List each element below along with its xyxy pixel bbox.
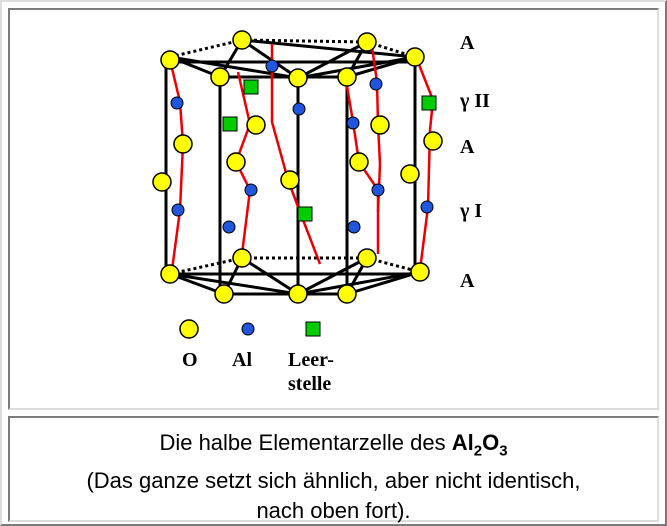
formula-o: O: [482, 430, 500, 455]
legend-oxygen-symbol: [179, 319, 199, 339]
vertical-edges: [164, 57, 417, 294]
caption-cell: Die halbe Elementarzelle des Al2O3 (Das …: [8, 416, 659, 523]
figure-cell: A γ II A γ I A O Al Leer- stelle: [8, 8, 659, 410]
caption-line-1: Die halbe Elementarzelle des Al2O3: [10, 428, 657, 466]
formula-o-subscript: 3: [499, 442, 508, 460]
caption-line-3: nach oben fort).: [256, 498, 411, 524]
layer-label-a-bottom: A: [460, 270, 475, 292]
layer-label-gamma-ii: γ II: [460, 90, 490, 112]
formula: Al2O3: [451, 430, 508, 459]
top-front-edges: [169, 38, 416, 80]
formula-al: Al: [451, 430, 474, 455]
layer-label-a-middle: A: [460, 136, 475, 158]
legend-aluminium-label: Al: [232, 349, 252, 371]
legend-vacancy-label-line2: stelle: [288, 373, 332, 395]
crystal-structure-diagram: [152, 30, 443, 339]
figure-caption: Die halbe Elementarzelle des Al2O3 (Das …: [10, 428, 657, 526]
oxygen-atoms: [152, 30, 443, 304]
caption-prefix: Die halbe Elementarzelle des: [159, 430, 452, 455]
legend-oxygen-label: O: [182, 349, 198, 371]
formula-al-subscript: 2: [473, 442, 483, 460]
legend-aluminium-symbol: [241, 322, 255, 336]
vacancy-sites: [222, 79, 437, 222]
legend-vacancy-symbol: [305, 321, 321, 337]
caption-line-2: (Das ganze setzt sich ähnlich, aber nich…: [86, 468, 581, 494]
legend-vacancy-label-line1: Leer-: [288, 349, 334, 371]
layer-label-a-top: A: [460, 32, 475, 54]
bottom-back-edges: [169, 256, 421, 276]
aluminium-atoms: [170, 59, 434, 234]
layer-label-gamma-i: γ I: [460, 200, 483, 222]
